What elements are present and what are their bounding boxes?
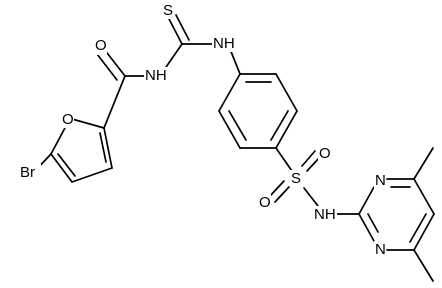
carbonyl-oxygen-label-background (94, 38, 107, 55)
bond-c5-c4-double (57, 153, 76, 177)
sulfonyl-sulfur-atom-label: S (291, 170, 301, 187)
bond-benzene-sulfonyl (275, 147, 295, 175)
bromine-atom-label: Br (20, 164, 35, 181)
bond-c3-c2 (103, 127, 113, 169)
pyrimidine-bottom-nitrogen-label-background (374, 241, 386, 258)
bond-benzene-inner-2 (270, 110, 289, 141)
sulfonyl-left-oxygen-label-background (258, 194, 271, 211)
bond-pyrimidine-3 (413, 178, 435, 215)
bond-pyrimidine-4 (413, 213, 435, 251)
bond-benzene-5 (218, 110, 241, 149)
bond-carbonyl-o (103, 48, 126, 77)
carbonyl-oxygen-atom-label: O (95, 37, 107, 54)
bond-benzene-inner-3 (228, 110, 247, 141)
amide-nh-atom-label: NH (145, 67, 167, 84)
bond-benzene-3 (275, 110, 298, 149)
bond-c3-c2-double (99, 132, 107, 163)
bond-benzene-2 (275, 73, 298, 112)
thio-nh-atom-label: NH (213, 35, 235, 52)
bond-c5-o1 (50, 125, 67, 155)
furan-oxygen-atom-label: O (62, 111, 74, 128)
bond-pyrimidine-inner-2 (409, 213, 427, 243)
bond-sulfonyl-o-left (269, 180, 285, 197)
bond-benzene-6 (218, 73, 241, 112)
thio-nh-label-background (212, 35, 235, 52)
bond-sulfonyl-o-right-double (301, 150, 316, 167)
bond-nh-benzene (229, 48, 241, 75)
bond-c2-carbonyl (103, 75, 126, 129)
bond-carbonyl-o-double (96, 53, 118, 81)
bond-pyrimidine-inner-3 (367, 213, 379, 233)
pyrimidine-top-nitrogen-atom-label: N (375, 172, 386, 189)
pyrimidine-bottom-nitrogen-atom-label: N (375, 241, 386, 258)
sulfonyl-left-oxygen-atom-label: O (259, 194, 271, 211)
bond-sulfonyl-o-left-double (274, 186, 290, 203)
bond-sulfonyl-nh (303, 187, 319, 207)
furan-oxygen-label-background (61, 111, 74, 128)
thio-sulfur-atom-label: S (163, 2, 173, 19)
thio-sulfur-label-background (162, 2, 174, 19)
amide-nh-label-background (144, 67, 167, 84)
bond-pyrimidine-6 (358, 213, 375, 242)
sulfonamide-nh-label-background (313, 206, 337, 223)
bond-c5-c4 (50, 153, 73, 183)
bond-thiocarbonyl-s-double (175, 14, 190, 41)
sulfonyl-right-oxygen-atom-label: O (319, 145, 331, 162)
bond-c4-c3 (71, 167, 113, 183)
bond-thiocarbonyl-s (167, 16, 183, 45)
bond-sulfonyl-o-right (306, 156, 321, 172)
bond-c2-o1 (71, 118, 105, 129)
bond-methyl-bottom (413, 249, 434, 282)
bond-methyl-top (413, 147, 434, 180)
bond-pyrimidine-1 (358, 186, 375, 215)
sulfonamide-nh-atom-label: NH (314, 206, 336, 223)
pyrimidine-top-nitrogen-label-background (374, 172, 386, 189)
sulfonyl-sulfur-label-background (290, 170, 302, 187)
bond-nh-thiocarbonyl (163, 43, 183, 71)
br-label-background (17, 164, 41, 181)
sulfonyl-right-oxygen-label-background (318, 145, 331, 162)
